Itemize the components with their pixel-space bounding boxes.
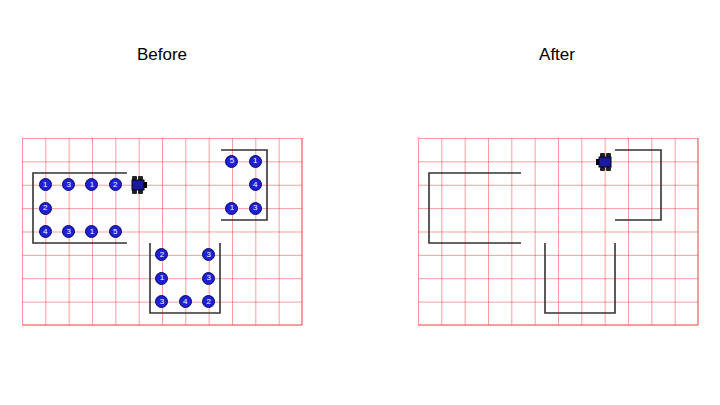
ball-number: 1 <box>43 181 47 189</box>
grid-after <box>418 138 698 325</box>
ball-number: 4 <box>43 228 47 236</box>
ball-number: 3 <box>160 298 164 306</box>
numbered-ball: 4 <box>249 178 262 191</box>
panel-heading: Before <box>137 45 187 65</box>
ball-number: 1 <box>90 228 94 236</box>
ball-number: 2 <box>43 204 47 212</box>
ball-number: 3 <box>206 251 210 259</box>
panel-heading: After <box>539 45 575 65</box>
bin-wall <box>429 173 521 243</box>
bin-wall <box>545 243 615 313</box>
robot-icon <box>132 176 147 194</box>
numbered-ball: 4 <box>179 295 192 308</box>
ball-number: 5 <box>113 228 117 236</box>
numbered-ball: 3 <box>249 202 262 215</box>
numbered-ball: 4 <box>39 225 52 238</box>
ball-number: 5 <box>230 157 234 165</box>
bins <box>33 150 661 313</box>
ball-number: 1 <box>90 181 94 189</box>
ball-number: 2 <box>160 251 164 259</box>
numbered-ball: 1 <box>39 178 52 191</box>
ball-number: 4 <box>253 181 257 189</box>
ball-number: 3 <box>66 181 70 189</box>
bin-wall <box>615 150 661 220</box>
ball-number: 2 <box>206 298 210 306</box>
numbered-ball: 1 <box>249 155 262 168</box>
ball-number: 1 <box>230 204 234 212</box>
bin-wall <box>150 243 220 313</box>
numbered-ball: 2 <box>39 202 52 215</box>
ball-number: 1 <box>253 157 257 165</box>
robot-icon <box>596 153 611 171</box>
numbered-ball: 2 <box>109 178 122 191</box>
ball-number: 1 <box>160 274 164 282</box>
ball-number: 3 <box>253 204 257 212</box>
ball-number: 3 <box>66 228 70 236</box>
ball-number: 4 <box>183 298 187 306</box>
bin-wall <box>33 173 127 243</box>
numbered-ball: 3 <box>202 272 215 285</box>
bin-wall <box>221 150 267 220</box>
numbered-ball: 5 <box>109 225 122 238</box>
ball-number: 2 <box>113 181 117 189</box>
grid-before <box>22 138 302 325</box>
ball-number: 3 <box>206 274 210 282</box>
